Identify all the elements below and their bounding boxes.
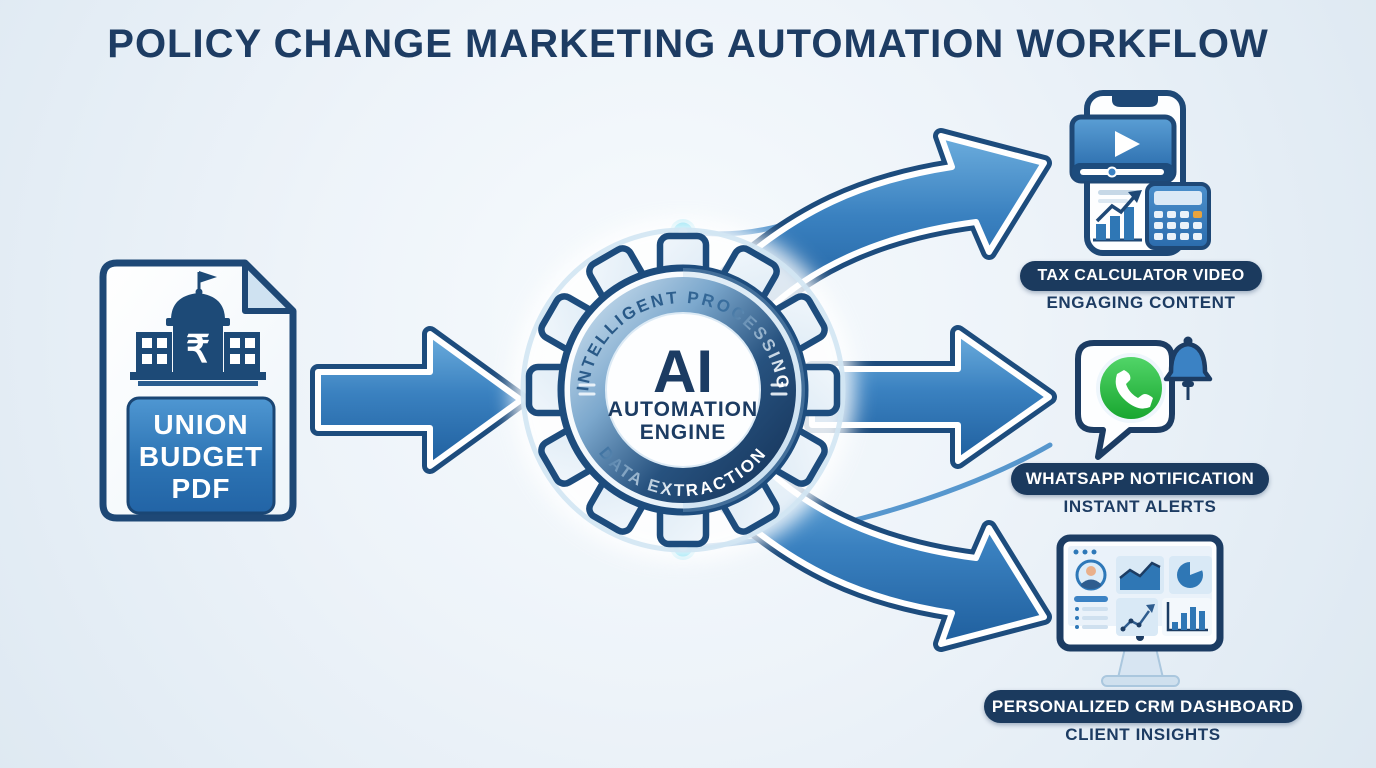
label-crm-dashboard: PERSONALIZED CRM DASHBOARD (984, 690, 1302, 723)
monitor-base (1101, 675, 1180, 687)
video-player-icon (1069, 114, 1177, 184)
building-windows (142, 338, 255, 364)
bar-chart-icon (1162, 598, 1212, 636)
play-icon (1115, 131, 1140, 157)
window-dots (1073, 549, 1097, 555)
progress-bar (1080, 169, 1164, 175)
engine-name-line2: ENGINE (640, 421, 727, 444)
arrow-input-to-engine (310, 326, 529, 474)
pdf-folded-corner (242, 260, 296, 314)
crm-dashboard-icon (1056, 534, 1224, 687)
calculator-screen (1154, 191, 1202, 205)
bell-icon (1163, 336, 1213, 400)
ai-engine-gear: INTELLIGENT PROCESSING DATA EXTRACTION A… (511, 218, 855, 562)
pdf-label-line3: PDF (172, 473, 231, 504)
whatsapp-notification-icon (1075, 336, 1213, 460)
growth-chart-icon (1093, 190, 1142, 242)
union-budget-pdf-icon: ₹ UNION BUDGET PDF (99, 259, 297, 522)
government-building-icon: ₹ (130, 271, 266, 386)
tax-calculator-video-icon (1069, 90, 1211, 256)
whatsapp-handset (1115, 370, 1153, 409)
calculator-orange-button (1193, 211, 1202, 218)
subtitle-engaging-content: ENGAGING CONTENT (1046, 293, 1236, 312)
page-title: POLICY CHANGE MARKETING AUTOMATION WORKF… (107, 22, 1269, 66)
line-chart-icon (1116, 556, 1164, 594)
profile-list (1075, 607, 1108, 629)
calculator-icon (1145, 182, 1211, 250)
pie-chart-icon (1169, 556, 1212, 594)
subtitle-instant-alerts: INSTANT ALERTS (1063, 497, 1217, 516)
whatsapp-icon (1096, 353, 1166, 423)
monitor-stand (1116, 647, 1165, 679)
trend-arrowhead (1128, 190, 1142, 203)
phone-notch (1112, 93, 1158, 107)
label-whatsapp-notification: WHATSAPP NOTIFICATION (1011, 463, 1269, 495)
pdf-label-line1: UNION (153, 409, 248, 440)
calculator-buttons (1154, 211, 1202, 240)
subtitle-client-insights: CLIENT INSIGHTS (1065, 725, 1221, 744)
gear-ring-band (570, 277, 796, 503)
progress-knob (1106, 166, 1118, 178)
pdf-label-box (126, 396, 276, 515)
building-dome (171, 293, 225, 320)
engine-name-line1: AUTOMATION (608, 398, 758, 421)
scatter-chart-icon (1116, 598, 1158, 636)
rupee-symbol: ₹ (186, 329, 210, 371)
label-tax-calculator-video: TAX CALCULATOR VIDEO (1020, 261, 1262, 291)
flag-icon (199, 271, 217, 283)
engine-abbr: AI (653, 338, 713, 405)
avatar-icon (1074, 559, 1108, 629)
pdf-label-line2: BUDGET (139, 441, 263, 472)
